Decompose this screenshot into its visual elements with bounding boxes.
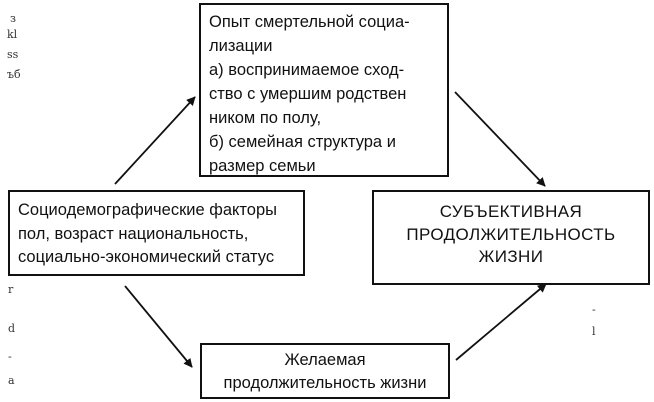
margin-mark: - xyxy=(592,303,596,316)
sociodemographic-line-3: социально-экономический статус xyxy=(18,248,275,266)
arrow-bottom-to-right xyxy=(455,283,547,361)
desired-life-expectancy-box: Желаемая продолжительность жизни xyxy=(200,343,450,399)
arrow-left-to-bottom xyxy=(124,285,193,368)
mortality-socialization-line-5: ником по полу, xyxy=(209,109,322,127)
mortality-socialization-line-2: лизации xyxy=(209,37,273,55)
mortality-socialization-line-1: Опыт смертельной социа- xyxy=(209,13,410,31)
arrow-top-to-right xyxy=(454,91,546,187)
arrow-left-to-top xyxy=(114,96,196,185)
sociodemographic-line-1: Социодемографические факторы xyxy=(18,201,278,219)
subjective-life-expectancy-line-1: СУБЪЕКТИВНАЯ xyxy=(439,202,583,221)
sociodemographic-line-2: пол, возраст национальность, xyxy=(18,224,249,243)
desired-life-expectancy-line-1: Желаемая xyxy=(284,351,366,369)
margin-mark: r xyxy=(8,283,14,296)
desired-life-expectancy-line-2: продолжительность жизни xyxy=(223,373,427,392)
margin-mark: ъб xyxy=(7,68,21,81)
margin-mark: з xyxy=(10,12,16,25)
margin-mark: kl xyxy=(7,28,18,41)
margin-mark: d xyxy=(8,322,16,335)
margin-mark: - xyxy=(8,350,12,363)
mortality-socialization-line-4: ство с умершим родствен xyxy=(209,85,407,103)
mortality-socialization-box: Опыт смертельной социа- лизации а) воспр… xyxy=(199,3,449,177)
sociodemographic-factors-box: Социодемографические факторы пол, возрас… xyxy=(8,190,305,276)
subjective-life-expectancy-line-3: ЖИЗНИ xyxy=(478,247,544,266)
margin-mark: l xyxy=(592,325,596,338)
mortality-socialization-line-6: б) семейная структура и xyxy=(209,133,396,151)
margin-mark: a xyxy=(8,374,15,387)
subjective-life-expectancy-box: СУБЪЕКТИВНАЯ ПРОДОЛЖИТЕЛЬНОСТЬ ЖИЗНИ xyxy=(372,190,650,285)
subjective-life-expectancy-line-2: ПРОДОЛЖИТЕЛЬНОСТЬ xyxy=(406,224,616,244)
mortality-socialization-line-7: размер семьи xyxy=(209,157,316,175)
margin-mark: ss xyxy=(7,48,19,61)
mortality-socialization-line-3: а) воспринимаемое сход- xyxy=(209,61,405,79)
